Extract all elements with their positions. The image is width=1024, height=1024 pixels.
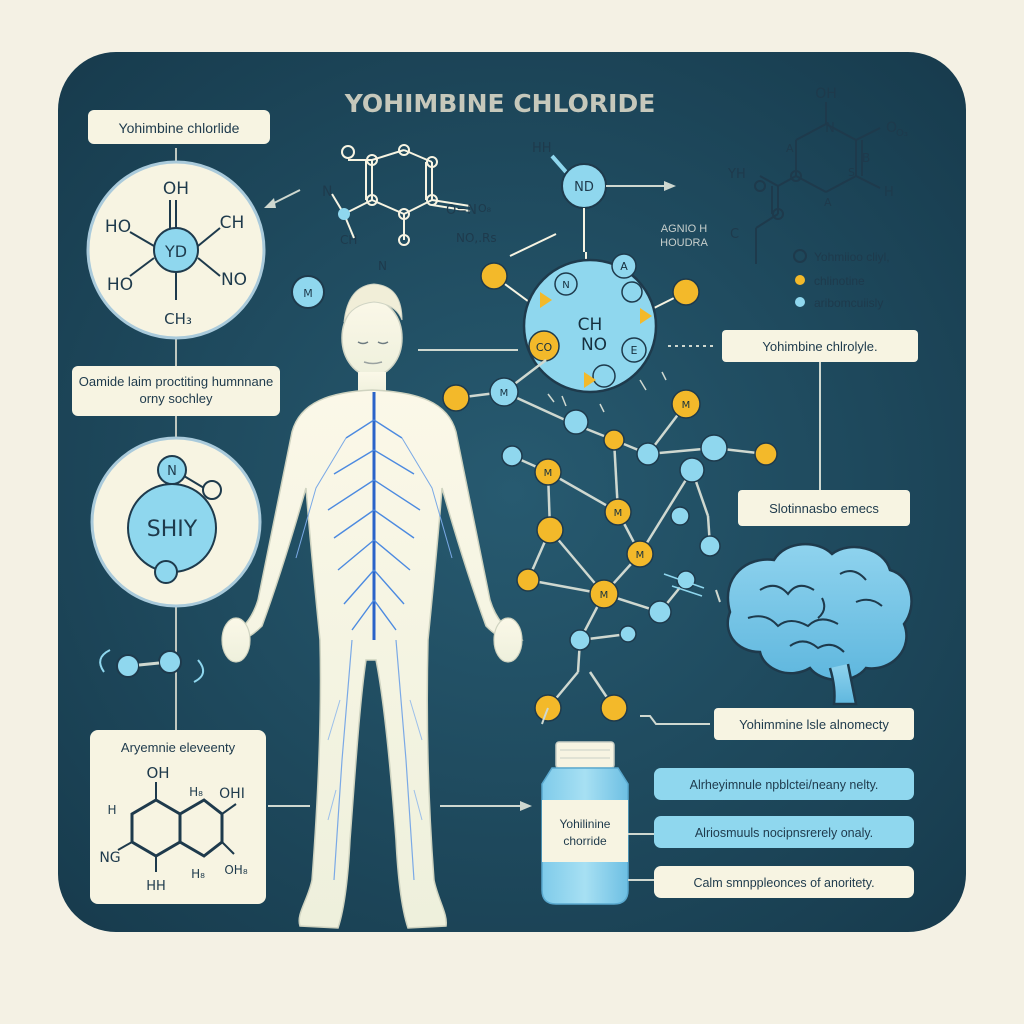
chem-h8-benzene-2: H₈ [191,867,205,881]
chem-o-tr: O [886,120,897,136]
chem-a-tr: A [786,142,794,155]
legend-hollow-circle-icon [793,249,807,263]
label-left-mid-wrap: Oamide laim proctiting humnnane orny soc… [78,374,274,406]
chem-c-tr: C [730,227,739,242]
arrow-to-yd-head [264,198,276,208]
chem-hh-top: HH [532,141,552,156]
effect-pill-1-text: Alrheyimnule npblctei/neany nelty. [690,778,879,792]
arrow-body-bottle-head [520,801,532,811]
chem-a2-tr: A [824,196,832,209]
central-molecule: CH NO CO A N E [480,252,700,394]
big-molecule-no: NO [581,335,607,355]
effect-pill-2-text: Alriosmuuls nocipnsrerely onaly. [695,826,873,840]
legend-gold-dot-icon [795,275,805,285]
nd-node: HH ND [532,141,676,252]
chem-ch3: CH₃ [164,310,192,328]
brain-arrow [715,589,721,603]
label-top-left: Yohimbine chlorlide [119,120,240,136]
effect-pill-3-text: Calm smnppleonces of anoritety. [693,876,874,890]
chem-oh: OH [163,179,189,199]
chem-hh-benzene: HH [146,879,166,894]
node-label-5: M [600,590,609,601]
label-box-left-bottom [90,730,266,904]
chem-nors-top: NO,.Rs [456,231,497,245]
legend: Yohmiioo cliyl, chlinotine aribomcuiisly [793,249,890,310]
label-right-compound: Yohimbine chlrolyle. [762,339,877,354]
label-right-low: Yohimmine lsle alnomecty [739,717,889,732]
chem-n-atom: N [167,464,177,479]
node-label-6: M [682,400,691,411]
label-box-right-compound [722,330,918,362]
chem-s-tr: S [848,166,855,179]
benzene-ring-diagram: OH H H₈ OHI NG HH H₈ OH₈ [99,764,247,894]
hexagon-structure-top-center: N CH N O=N O₈ NO,.Rs [322,144,497,273]
chem-ho-2: HO [107,275,133,295]
chem-ng-benzene: NG [99,850,120,866]
chem-yh-tr: YH [727,167,746,182]
legend-blue-dot-icon [795,297,805,307]
connector-nors [509,233,557,257]
chem-ch-top: CH [340,233,357,247]
big-molecule-ch: CH [578,315,603,335]
human-figure [221,283,524,929]
chem-h8-benzene: H₈ [189,785,203,799]
shiy-molecule-diagram: N SHIY [90,436,262,608]
big-molecule-n: N [562,280,569,291]
agnus-label-2: HOUDRA [660,237,708,249]
agnus-label-1: AGNIO H [661,223,708,235]
chem-oh-benzene-2: OHI [219,786,245,802]
chem-h-tr: H [884,185,894,200]
brain-illustration [726,542,913,706]
big-molecule-co: CO [536,341,553,354]
legend-item-3: aribomcuiisly [814,296,883,310]
top-right-structure: OH N O O₃ B A S H A YH C [727,86,908,264]
page-title: YOHIMBINE CHLORIDE [344,89,656,118]
chem-n-top: N [322,184,332,200]
yd-molecule-diagram: OH HO CH HO NO CH₃ YD [86,160,266,340]
label-left-bottom: Aryemnie eleveenty [121,740,236,755]
legend-item-2: chlinotine [814,274,865,288]
node-label-4: M [636,550,645,561]
chem-nd: ND [574,180,594,195]
node-label-3: M [614,508,623,519]
chem-b-tr: B [862,151,870,165]
chem-on-top: O=N [446,203,477,218]
big-molecule-a: A [620,260,628,273]
effect-pill-1 [654,768,914,800]
bottle-label-line2: chorride [563,834,607,848]
chem-no: NO [221,270,247,290]
chem-ho: HO [105,217,131,237]
loose-atom-1 [291,275,325,309]
label-box-right-low [714,708,914,740]
effect-pill-3 [654,866,914,898]
chem-oh8-benzene: OH₈ [224,863,247,877]
node-label-2: M [544,468,553,479]
chem-shiy-center: SHIY [147,517,198,542]
connector-right-low [640,715,710,725]
label-box-top-left [88,110,270,144]
label-box-left-mid [72,366,280,416]
chem-h-benzene: H [107,803,116,817]
chem-oh-benzene: OH [146,764,169,782]
chem-oh-tr: OH [815,86,837,102]
chem-yd-center: YD [164,242,187,261]
label-right-mid: Slotinnasbo emecs [769,501,879,516]
chem-ob-top: O₈ [478,202,492,215]
chem-ch: CH [220,213,245,233]
label-left-mid: Oamide laim proctiting humnnane orny soc… [78,374,274,406]
legend-item-1: Yohmiioo cliyl, [814,250,890,264]
loose-atom-1-label: M [303,287,313,300]
effect-pill-2 [654,816,914,848]
chem-n2-top: N [378,259,387,273]
label-box-right-mid [738,490,910,526]
squiggle-atom [99,649,205,683]
node-label-1: M [500,388,509,399]
bottle-label-line1: Yohilinine [560,817,611,831]
medicine-bottle: Yohilinine chorride [541,707,629,905]
chem-os-tr: O₃ [896,128,908,139]
atom-network: M M M M M M [442,359,778,722]
big-molecule-e: E [631,344,638,357]
chem-n-tr: N [825,121,835,136]
